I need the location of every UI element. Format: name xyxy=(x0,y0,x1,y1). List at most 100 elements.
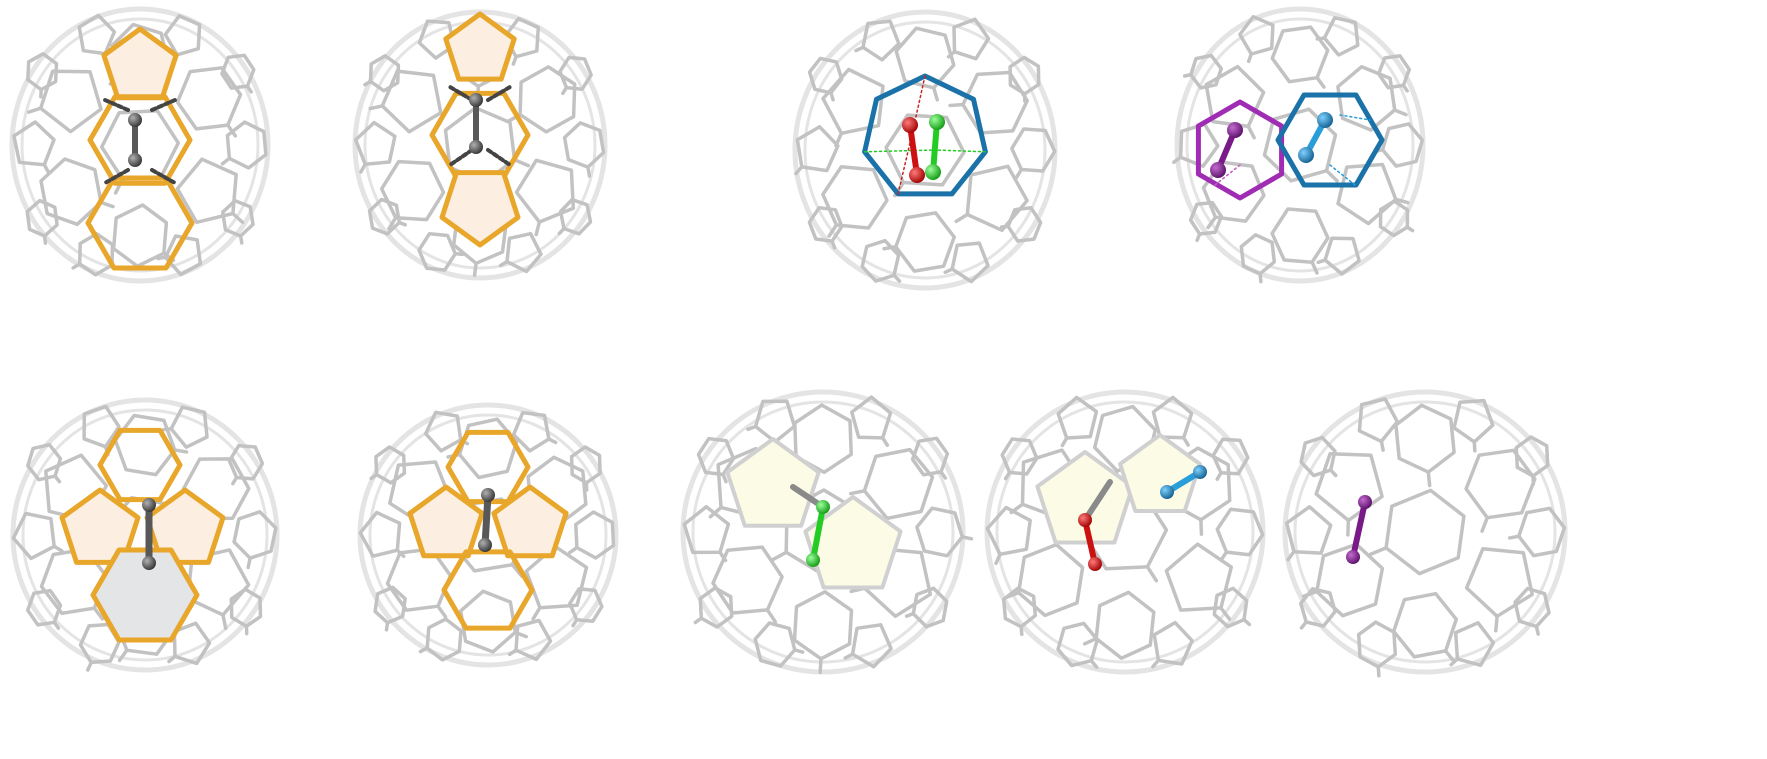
cage-rim-inner xyxy=(691,400,955,664)
cage-bond xyxy=(793,648,805,654)
carbon-dimer xyxy=(142,498,156,570)
cage-bond xyxy=(368,104,385,111)
cage-face xyxy=(1094,590,1156,660)
cage-rim-inner xyxy=(20,17,260,273)
cage-face xyxy=(1164,542,1234,612)
cage-face xyxy=(1201,160,1266,223)
cage-bond xyxy=(1019,624,1024,637)
cage-bond xyxy=(1199,518,1204,536)
carbon-bond xyxy=(481,491,492,549)
highlight-rings xyxy=(862,73,988,197)
cage-bond xyxy=(1145,565,1159,583)
cage-bond xyxy=(1324,168,1339,183)
cage-bond xyxy=(827,223,839,238)
dotted-link xyxy=(1329,164,1356,186)
cage-bond xyxy=(547,437,558,445)
cage-face xyxy=(696,436,736,477)
panel-top-2 xyxy=(352,9,608,281)
cage-rim xyxy=(1282,389,1568,675)
panel-bottom-5 xyxy=(1282,389,1568,678)
cage-bond xyxy=(238,234,244,245)
cage-bond xyxy=(397,220,407,227)
cage-bond xyxy=(568,545,579,555)
cage xyxy=(1282,389,1568,678)
cage-face xyxy=(861,19,901,62)
cage-bond xyxy=(1494,614,1499,633)
cage-face xyxy=(821,164,889,230)
cage-face xyxy=(1299,587,1337,628)
cage-face xyxy=(1376,54,1412,90)
cage-rim xyxy=(9,6,271,284)
cage-face xyxy=(1314,542,1385,618)
dimers xyxy=(1078,465,1207,571)
cage-face xyxy=(860,238,901,283)
cage-bond xyxy=(1172,155,1183,164)
cage-face xyxy=(682,505,731,555)
cage-bond xyxy=(387,216,398,231)
pentagon-ring-left xyxy=(407,484,485,559)
cage-rim-inner xyxy=(1185,17,1415,273)
cage-bond xyxy=(472,261,478,277)
cage-bond xyxy=(220,156,232,166)
blue-atom xyxy=(1317,112,1333,128)
cage-bond xyxy=(849,489,867,496)
cage-face xyxy=(1514,435,1550,478)
cage-face xyxy=(514,158,576,224)
blue-atom xyxy=(1160,485,1174,499)
cage-face xyxy=(850,395,893,440)
red-atom xyxy=(1078,513,1092,527)
cage-bond xyxy=(1299,620,1308,630)
cage-face xyxy=(1270,25,1330,84)
cage-bond xyxy=(999,224,1010,229)
dashed-link xyxy=(486,85,512,102)
carbon-atom xyxy=(128,113,142,127)
cage-bond xyxy=(1368,546,1388,557)
pentagon-ring-bottom xyxy=(439,170,521,248)
cage-face xyxy=(368,54,401,93)
cage-bond xyxy=(1472,440,1477,453)
cage-bond xyxy=(939,470,948,480)
highlight-rings xyxy=(1195,92,1385,201)
cage-face xyxy=(379,159,446,222)
cage-bond xyxy=(1219,550,1229,562)
cage-face xyxy=(417,231,458,272)
cage-face xyxy=(894,26,956,90)
cage-face xyxy=(1452,398,1495,444)
panel-bottom-3 xyxy=(680,389,974,675)
cage-bond xyxy=(1014,167,1024,180)
cage-face xyxy=(1513,586,1551,629)
purple-atom xyxy=(1346,550,1360,564)
dimers xyxy=(1210,112,1371,186)
cage-face xyxy=(569,445,602,485)
cage-face xyxy=(12,120,56,167)
cage-face xyxy=(175,157,238,225)
panel-top-1 xyxy=(9,6,271,284)
cage-face xyxy=(915,506,965,558)
cage-bond xyxy=(830,239,837,250)
cage-bond xyxy=(1151,658,1161,669)
cage-face xyxy=(950,241,990,284)
cage-bond xyxy=(231,211,245,225)
cage-face xyxy=(807,205,844,243)
cage-bond xyxy=(156,255,168,261)
cage-face xyxy=(367,197,402,236)
cage-bond xyxy=(221,613,228,631)
cage-bond xyxy=(453,251,465,257)
hexagon-ring-low xyxy=(85,175,195,271)
red-bond xyxy=(1082,517,1098,567)
cage-face xyxy=(1380,122,1425,168)
cage-bond xyxy=(99,200,115,209)
cage-face xyxy=(232,510,278,560)
cage-face xyxy=(862,447,935,521)
cage-face xyxy=(39,157,103,227)
cage-face xyxy=(458,589,518,654)
cage-face xyxy=(423,410,463,453)
cage-bond xyxy=(1507,534,1521,540)
cage-bond xyxy=(994,552,1002,565)
cage-bond xyxy=(436,604,448,619)
hexagon-ring-teal xyxy=(1275,92,1385,188)
red-atom xyxy=(902,117,918,133)
cage-bond xyxy=(1316,258,1327,265)
cage-bond xyxy=(53,474,62,484)
cage-face xyxy=(511,410,551,453)
